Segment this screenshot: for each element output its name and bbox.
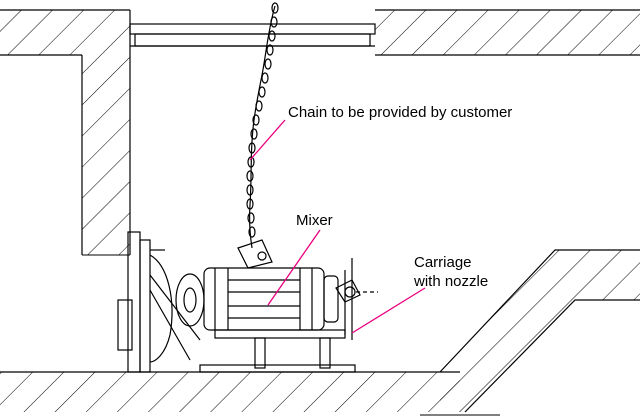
propeller-hub bbox=[175, 273, 205, 327]
motor-housing bbox=[203, 267, 325, 331]
guide-rail bbox=[117, 231, 201, 373]
carriage-leader bbox=[351, 287, 426, 334]
carriage bbox=[199, 258, 378, 373]
access-opening-frame bbox=[129, 23, 376, 47]
left-wall bbox=[82, 55, 130, 255]
chain-leader bbox=[249, 119, 286, 161]
mixer-label: Mixer bbox=[296, 212, 333, 229]
top-slab-right bbox=[375, 10, 640, 55]
floor-slab bbox=[0, 372, 460, 412]
sloped-channel bbox=[440, 250, 640, 412]
carriage-label-line2: with nozzle bbox=[413, 273, 488, 290]
carriage-label-line1: Carriage bbox=[414, 254, 472, 271]
top-slab-left bbox=[0, 10, 130, 55]
mixer bbox=[175, 267, 339, 331]
lifting-chain bbox=[237, 2, 279, 269]
mixer-leader bbox=[267, 229, 321, 306]
leader-lines bbox=[249, 119, 426, 334]
chain-label: Chain to be provided by customer bbox=[288, 104, 512, 121]
concrete-structure bbox=[0, 9, 640, 416]
